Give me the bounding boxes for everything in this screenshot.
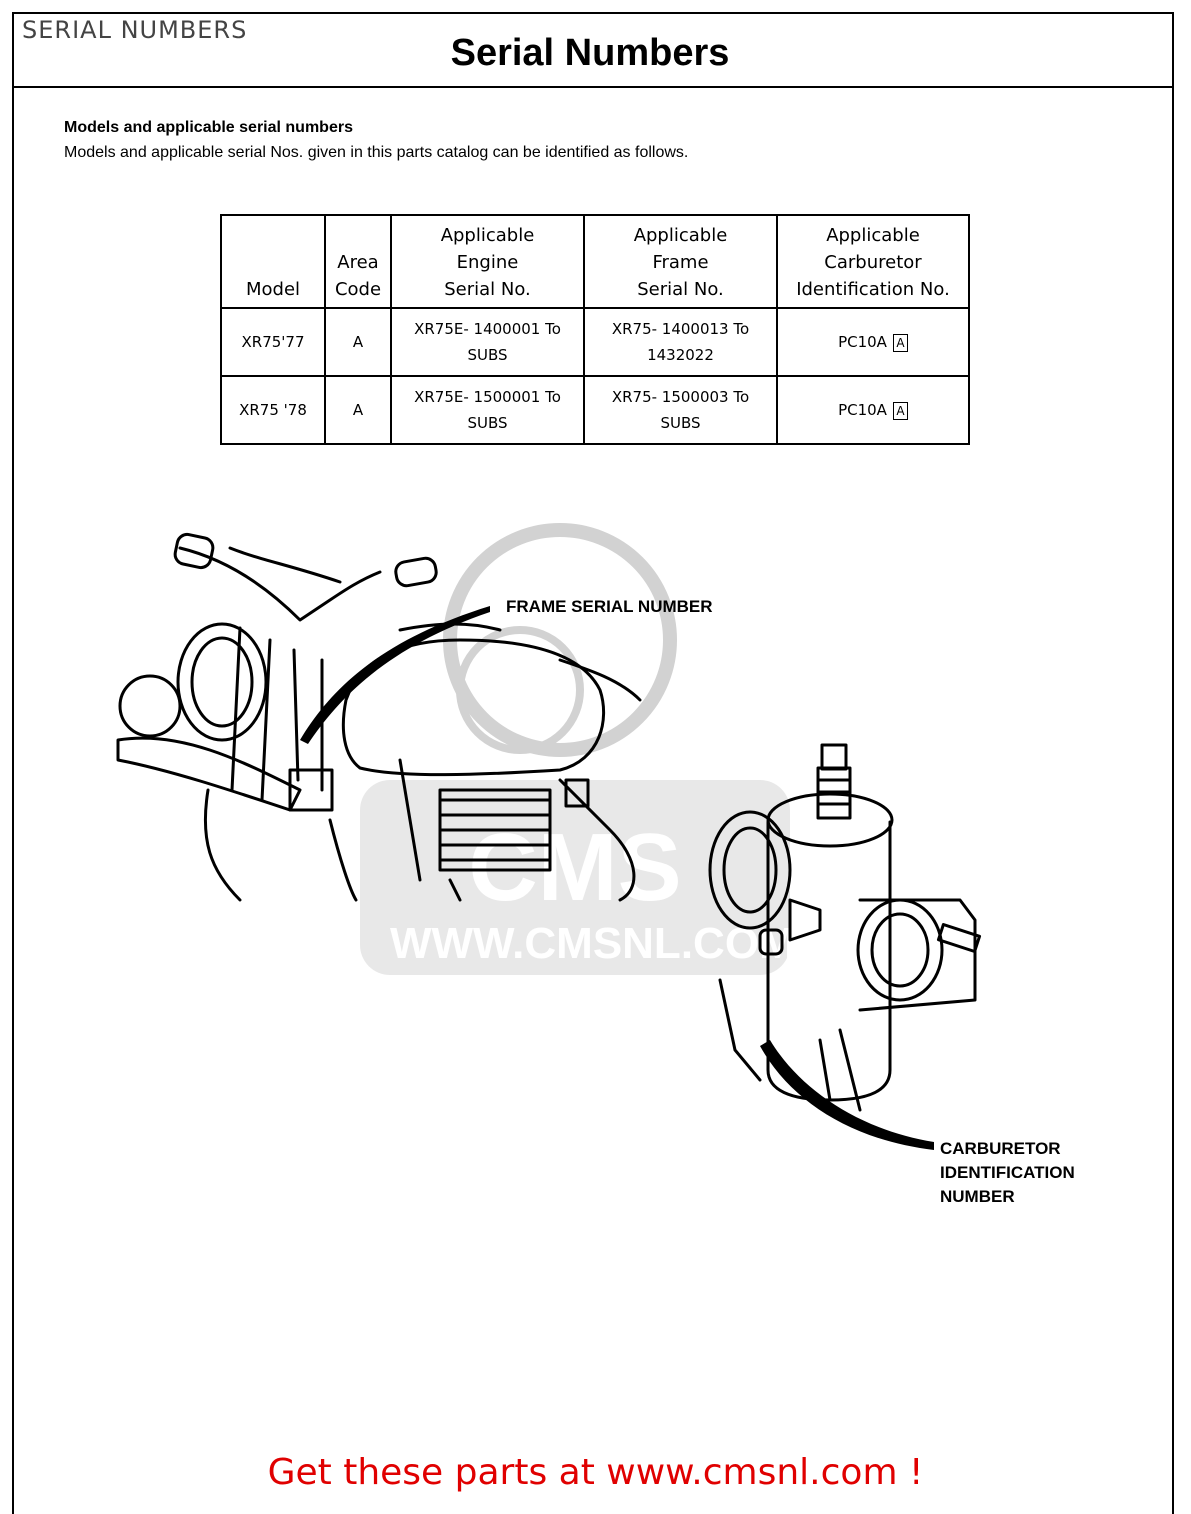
corner-label: SERIAL NUMBERS [22,16,248,44]
header-engine-serial: Applicable Engine Serial No. [390,214,585,309]
table-row: XR75 '78 A XR75E- 1500001 To SUBS XR75- … [220,375,970,445]
title-divider [12,86,1172,88]
watermark-text: WWW.CMSNL.COM [390,919,796,968]
cell-frame: XR75- 1500003 To SUBS [583,375,778,445]
carburetor-drawing [708,743,982,1112]
serial-numbers-table: Model Area Code Applicable Engine Serial… [220,214,970,445]
motorcycle-drawing [116,532,642,902]
intro-heading: Models and applicable serial numbers [64,119,353,136]
intro-text: Models and applicable serial Nos. given … [64,144,689,161]
area-mark-icon: A [892,401,908,420]
cell-engine: XR75E- 1500001 To SUBS [390,375,585,445]
page-frame [12,12,1174,1514]
table-header-row: Model Area Code Applicable Engine Serial… [220,214,970,309]
frame-serial-number-label: FRAME SERIAL NUMBER [506,597,713,616]
cell-model: XR75'77 [220,307,326,377]
cell-engine: XR75E- 1400001 To SUBS [390,307,585,377]
table-row: XR75'77 A XR75E- 1400001 To SUBS XR75- 1… [220,307,970,377]
header-carburetor-id: Applicable Carburetor Identification No. [776,214,970,309]
svg-text:CMS: CMS [468,814,681,921]
carburetor-id-label: CARBURETOR IDENTIFICATION NUMBER [940,1139,1075,1206]
cell-area: A [324,375,392,445]
carburetor-id-leader [760,1040,934,1150]
header-frame-serial: Applicable Frame Serial No. [583,214,778,309]
cell-area: A [324,307,392,377]
header-area-code: Area Code [324,214,392,309]
header-model: Model [220,214,326,309]
cell-frame: XR75- 1400013 To 1432022 [583,307,778,377]
page-title: Serial Numbers [450,32,730,74]
footer-parts-link[interactable]: Get these parts at www.cmsnl.com ! [267,1452,924,1493]
area-mark-icon: A [892,333,908,352]
cell-model: XR75 '78 [220,375,326,445]
